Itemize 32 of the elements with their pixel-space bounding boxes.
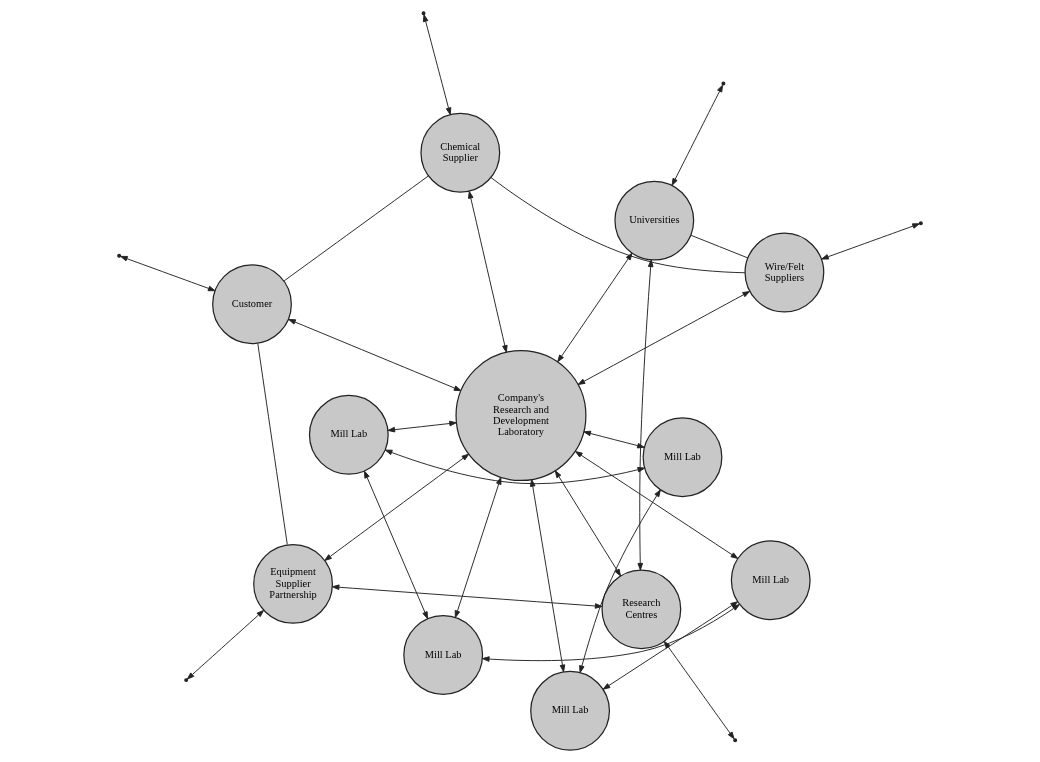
arrow bbox=[579, 489, 661, 674]
arrow bbox=[468, 190, 508, 353]
node-circle: Mill Lab bbox=[308, 394, 389, 475]
arrow bbox=[324, 453, 470, 561]
connector bbox=[490, 177, 746, 274]
arrow bbox=[575, 451, 739, 559]
node-circle: Customer bbox=[212, 264, 292, 345]
arrow bbox=[583, 430, 645, 449]
node-circle: Chemical Supplier bbox=[420, 112, 501, 193]
arrow bbox=[821, 223, 920, 260]
connector bbox=[283, 175, 429, 282]
arrow bbox=[663, 640, 735, 740]
arrow bbox=[637, 259, 654, 571]
arrow bbox=[331, 584, 603, 609]
connector bbox=[690, 234, 749, 259]
arrow bbox=[671, 84, 724, 186]
arrow bbox=[557, 252, 633, 363]
connector bbox=[257, 342, 288, 545]
arrow bbox=[422, 14, 452, 116]
node-circle: Mill Lab bbox=[403, 615, 484, 695]
arrow bbox=[529, 479, 566, 673]
arrow bbox=[363, 470, 429, 620]
arrow bbox=[288, 318, 462, 392]
arrow bbox=[387, 420, 457, 433]
arrow bbox=[554, 470, 622, 577]
arrow bbox=[577, 291, 751, 385]
arrow bbox=[454, 477, 502, 618]
arrow bbox=[602, 601, 739, 690]
arrow bbox=[384, 449, 646, 485]
arrow bbox=[482, 604, 740, 662]
arrow bbox=[120, 255, 216, 292]
arrow bbox=[186, 609, 265, 680]
